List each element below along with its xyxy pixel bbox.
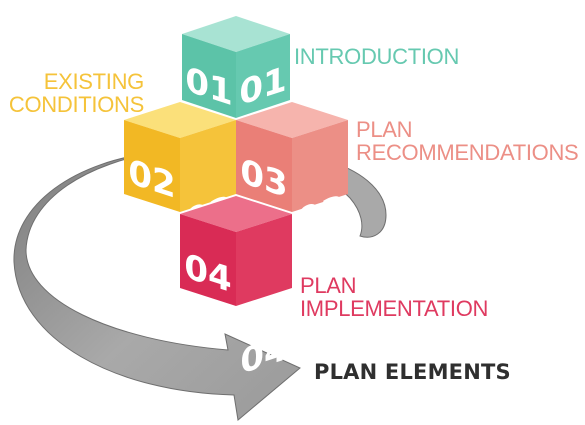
label-plan-recommendations-line2: RECOMMENDATIONS xyxy=(356,140,579,165)
label-introduction-line1: INTRODUCTION xyxy=(294,44,460,69)
cube-01: 01 01 xyxy=(182,16,290,118)
label-introduction: INTRODUCTION xyxy=(294,45,459,68)
label-plan-recommendations-line1: PLAN xyxy=(356,117,413,142)
label-existing-conditions-line2: CONDITIONS xyxy=(8,92,144,117)
label-existing-conditions-line1: EXISTING xyxy=(43,69,145,94)
label-plan-recommendations: PLAN RECOMMENDATIONS xyxy=(356,117,579,165)
label-plan-implementation: PLAN IMPLEMENTATION xyxy=(300,274,488,320)
label-plan-implementation-line1: PLAN xyxy=(300,273,357,298)
cube-03: 03 03 xyxy=(236,102,348,242)
label-plan-implementation-line2: IMPLEMENTATION xyxy=(300,296,489,321)
label-existing-conditions: EXISTING CONDITIONS xyxy=(0,70,144,116)
cycle-arrow xyxy=(13,151,301,421)
diagram-title: PLAN ELEMENTS xyxy=(314,360,511,384)
